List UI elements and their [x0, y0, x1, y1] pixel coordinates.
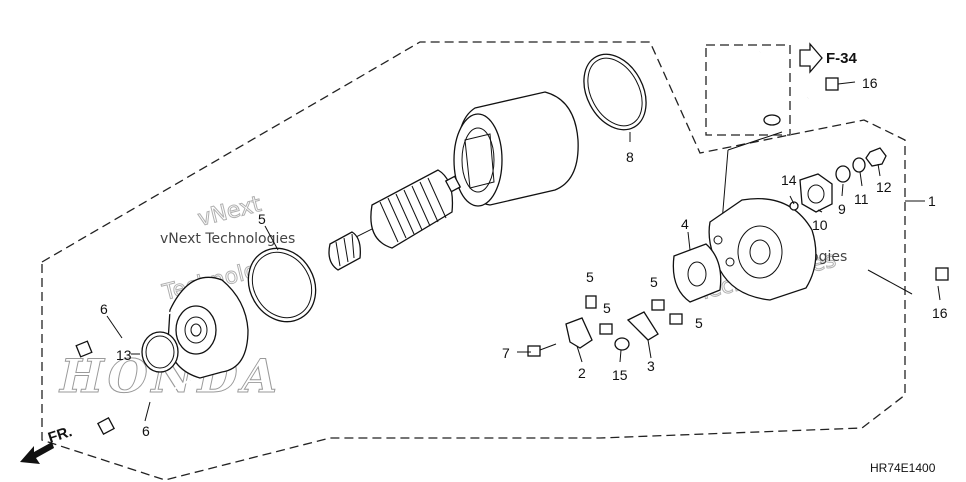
reference-arrow: F-34 — [799, 42, 858, 74]
armature — [328, 169, 462, 271]
callout-5b: 5 — [586, 269, 594, 285]
watermark-full-1: vNext Technologies — [160, 231, 295, 247]
brush-holder — [672, 243, 722, 303]
callout-5c: 5 — [603, 300, 611, 316]
front-direction-label: FR. — [46, 423, 74, 447]
callout-2: 2 — [578, 365, 586, 381]
callout-16a: 16 — [862, 75, 878, 91]
o-ring-small — [141, 331, 179, 373]
callout-11: 11 — [854, 191, 869, 207]
o-ring-middle — [247, 247, 317, 323]
terminal-hardware — [789, 77, 949, 296]
callout-6b: 6 — [142, 423, 150, 439]
callout-labels: 1 2 3 4 5 5 5 5 5 6 6 7 8 9 10 11 12 13 … — [100, 75, 948, 439]
inset-box — [705, 44, 791, 136]
nut-small — [614, 337, 630, 351]
drawing-code: HR74E1400 — [870, 461, 936, 475]
yoke-housing — [453, 91, 579, 207]
callout-15: 15 — [612, 367, 628, 383]
brush-springs — [585, 295, 683, 335]
watermark-vnext-1: vNext — [195, 192, 264, 232]
brush-plates — [565, 311, 659, 349]
callout-12: 12 — [876, 179, 892, 195]
callout-16b: 16 — [932, 305, 948, 321]
callout-4: 4 — [681, 216, 689, 232]
screw-small — [527, 343, 557, 357]
front-direction-arrow: FR. — [20, 423, 74, 464]
callout-7: 7 — [502, 345, 510, 361]
callout-3: 3 — [647, 358, 655, 374]
callout-9: 9 — [838, 201, 846, 217]
callout-5d: 5 — [650, 274, 658, 290]
inset-cable — [718, 51, 781, 126]
inset-leader-2 — [721, 149, 729, 223]
front-cover — [167, 276, 249, 379]
callout-13: 13 — [116, 347, 132, 363]
callout-6a: 6 — [100, 301, 108, 317]
leader-lines — [106, 81, 941, 422]
callout-1: 1 — [928, 193, 936, 209]
reference-label: F-34 — [826, 50, 858, 67]
inset-leader — [727, 131, 783, 151]
callout-5e: 5 — [695, 315, 703, 331]
o-ring-large — [583, 53, 647, 131]
callout-5a: 5 — [258, 211, 266, 227]
callout-8: 8 — [626, 149, 634, 165]
callout-10: 10 — [812, 217, 828, 233]
callout-14: 14 — [781, 172, 797, 188]
